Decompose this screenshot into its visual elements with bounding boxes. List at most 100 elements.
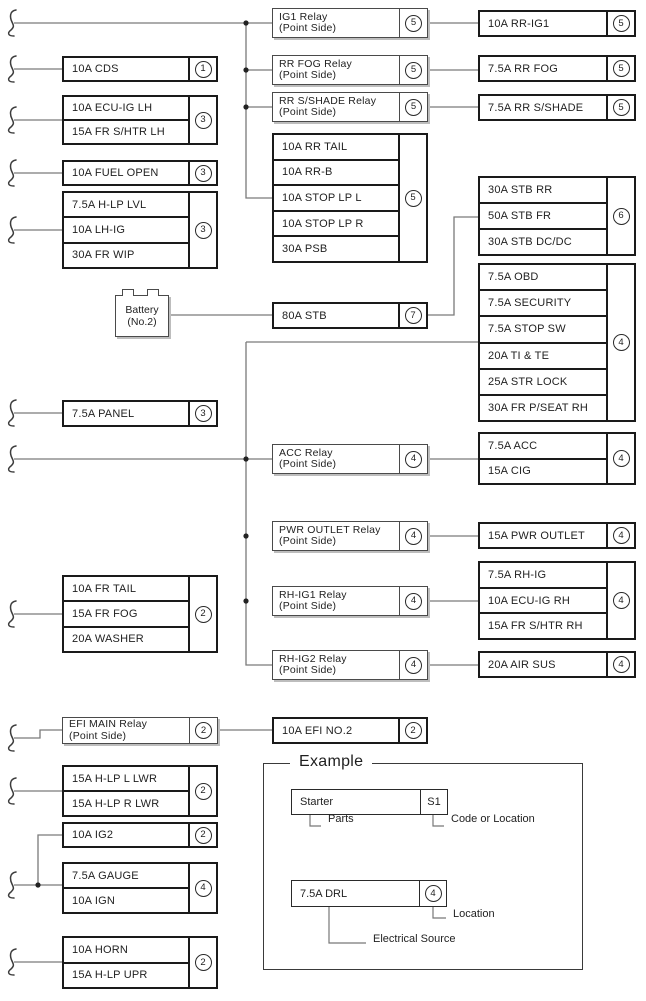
- fuse-row: 10A IG2: [64, 824, 188, 846]
- relay-label: RR FOG Relay(Point Side): [273, 56, 399, 84]
- code-column: 4: [399, 445, 427, 473]
- fuse-label: 10A IGN: [72, 894, 115, 907]
- fuse-row: 10A FUEL OPEN: [64, 162, 188, 184]
- location-code-badge: 2: [194, 826, 212, 844]
- wire: [14, 729, 64, 739]
- relay-label-line: (Point Side): [279, 106, 337, 118]
- wire: [37, 834, 64, 885]
- fuse-row: 10A RR-B: [274, 161, 398, 187]
- code-column: 2: [188, 938, 216, 987]
- fuse-row: 10A LH-IG: [64, 218, 188, 244]
- power-source-squiggle-icon: [7, 9, 17, 37]
- fuse-row: 15A FR S/HTR RH: [480, 614, 606, 638]
- fuse-row: 7.5A ACC: [480, 434, 606, 460]
- location-callout: Location: [453, 908, 495, 920]
- fuse-row: 10A STOP LP R: [274, 212, 398, 238]
- example-parts-label: Starter: [300, 796, 334, 808]
- fuse-row: 25A STR LOCK: [480, 370, 606, 396]
- location-code-badge: 4: [612, 592, 630, 609]
- fuse-label: 50A STB FR: [488, 210, 552, 222]
- junction-dot: [35, 882, 41, 888]
- fuse-label: 7.5A ACC: [488, 439, 538, 452]
- location-code-badge: 4: [405, 450, 422, 468]
- example-location-cell: 4: [419, 881, 446, 906]
- fuse-label: 10A IG2: [72, 829, 114, 841]
- code-column: 5: [399, 56, 427, 84]
- leader-line: [432, 814, 444, 827]
- fuse-label: 10A LH-IG: [72, 223, 126, 236]
- relay-label: IG1 Relay(Point Side): [273, 9, 399, 37]
- battery-terminal-icon: [147, 289, 159, 296]
- battery-box: Battery (No.2): [115, 289, 169, 337]
- location-code-badge: 4: [194, 879, 212, 897]
- fuse-label: 7.5A H-LP LVL: [72, 198, 147, 211]
- fuse-label: 7.5A PANEL: [72, 407, 135, 420]
- box-rows: 10A RR-IG1: [480, 12, 606, 35]
- fuse-label: 10A ECU-IG RH: [488, 594, 571, 607]
- fuse-row: 15A CIG: [480, 460, 606, 484]
- box-rows: 7.5A GAUGE 10A IGN: [64, 864, 188, 912]
- code-column: 3: [188, 162, 216, 184]
- leader-line: [328, 906, 366, 944]
- relay-label-line: (Point Side): [279, 69, 337, 81]
- fuse-row: 7.5A SECURITY: [480, 291, 606, 318]
- relay-label: EFI MAIN Relay(Point Side): [63, 718, 189, 743]
- location-code-badge: 4: [612, 656, 630, 673]
- fuse-row: 50A STB FR: [480, 204, 606, 230]
- code-column: 5: [606, 57, 634, 80]
- fuse-label: 7.5A STOP SW: [488, 323, 566, 336]
- junction-dot: [243, 456, 249, 462]
- box-rr-sshade-relay: RR S/SHADE Relay(Point Side)5: [272, 92, 428, 122]
- code-column: 1: [188, 58, 216, 80]
- code-column: 4: [606, 265, 634, 420]
- code-column: 4: [606, 653, 634, 676]
- box-rows: 7.5A ACC 15A CIG: [480, 434, 606, 483]
- box-rows: 15A PWR OUTLET: [480, 524, 606, 547]
- fuse-row: 15A H-LP L LWR: [64, 767, 188, 792]
- box-rows: PWR OUTLET Relay(Point Side): [273, 522, 399, 550]
- location-code-badge: 4: [405, 592, 422, 610]
- code-column: 5: [399, 9, 427, 37]
- wire: [245, 23, 272, 199]
- code-column: 5: [606, 12, 634, 35]
- fuse-row: 80A STB: [274, 304, 398, 327]
- fuse-row: 10A RR TAIL: [274, 135, 398, 161]
- location-code-badge: 2: [195, 722, 212, 739]
- fuse-label: 7.5A RR S/SHADE: [488, 101, 584, 114]
- box-ig1-relay: IG1 Relay(Point Side)5: [272, 8, 428, 38]
- power-source-squiggle-icon: [7, 871, 17, 899]
- box-rows: RH-IG2 Relay(Point Side): [273, 651, 399, 679]
- fuse-row: 7.5A GAUGE: [64, 864, 188, 889]
- relay-label-line: PWR OUTLET Relay: [279, 523, 381, 536]
- power-source-squiggle-icon: [7, 445, 17, 473]
- fuse-label: 15A CIG: [488, 465, 531, 478]
- example-legend: Example Starter S1 Parts Code or Locatio…: [263, 753, 583, 970]
- code-column: 2: [398, 719, 426, 742]
- fuse-label: 10A FUEL OPEN: [72, 167, 159, 179]
- location-code-badge: 4: [405, 656, 422, 674]
- location-code-badge: 4: [612, 334, 630, 351]
- example-code-cell: S1: [420, 790, 447, 814]
- relay-label-line: EFI MAIN Relay: [69, 718, 148, 730]
- box-rows: 10A CDS: [64, 58, 188, 80]
- location-code-badge: 6: [612, 207, 630, 225]
- location-code-badge: 3: [194, 405, 212, 422]
- location-code-badge: 2: [404, 722, 422, 739]
- example-parts-box: Starter S1: [291, 789, 448, 815]
- location-code-badge: 5: [405, 98, 422, 116]
- power-source-squiggle-icon: [7, 55, 17, 83]
- code-column: 2: [189, 718, 217, 743]
- code-column: 5: [606, 96, 634, 119]
- fuse-label: 7.5A GAUGE: [72, 869, 139, 882]
- code-column: 6: [606, 178, 634, 254]
- example-source-box: 7.5A DRL 4: [291, 880, 447, 907]
- box-rows: 80A STB: [274, 304, 398, 327]
